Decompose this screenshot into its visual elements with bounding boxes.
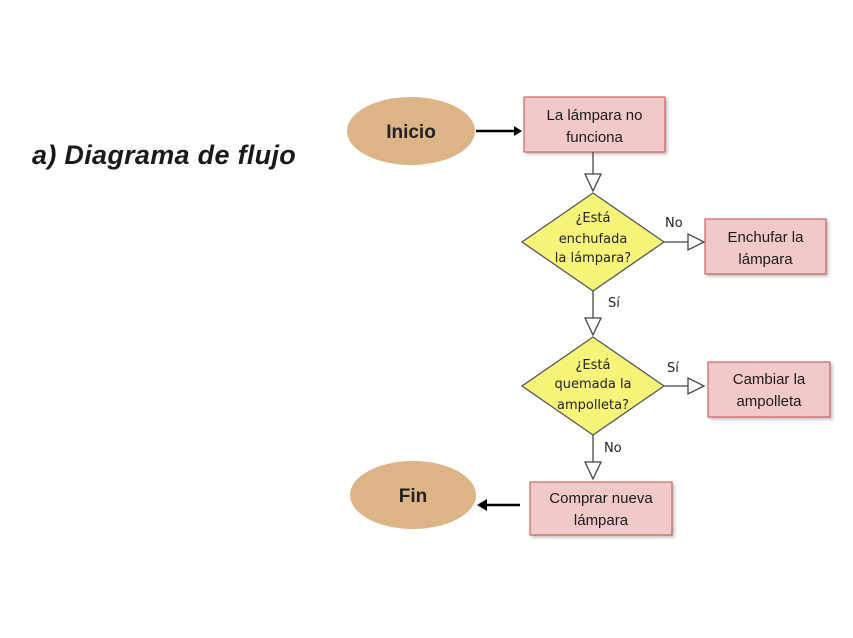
start-node: Inicio: [347, 97, 475, 165]
d1-line1: ¿Está: [576, 211, 611, 226]
box2-line2: lámpara: [738, 251, 793, 268]
box3-line1: Cambiar la: [733, 371, 806, 388]
box4-line1: Comprar nueva: [549, 490, 653, 507]
arrow-head-d2-no: [583, 461, 603, 481]
d2-line2: quemada la: [554, 377, 631, 392]
arrow-head-d2-in: [583, 317, 603, 337]
end-label: Fin: [399, 486, 428, 507]
end-node: Fin: [350, 461, 476, 529]
box-change-bulb: [707, 361, 831, 418]
d1-line3: la lámpara?: [555, 251, 631, 266]
d2-line3: ampolleta?: [557, 398, 629, 413]
arrow-head-start: [514, 126, 522, 136]
d1-no-label: No: [665, 216, 683, 231]
start-label: Inicio: [386, 122, 436, 143]
d1-yes-label: Sí: [608, 296, 620, 311]
box-buy-new-lamp: [529, 481, 673, 536]
box-plug-in-lamp: [704, 218, 827, 275]
box3-line2: ampolleta: [736, 393, 802, 410]
d2-no-label: No: [604, 441, 622, 456]
start-oval: [347, 97, 475, 165]
box-lamp-not-working: [523, 96, 666, 153]
d1-line2: enchufada: [559, 232, 628, 247]
d2-line1: ¿Está: [576, 358, 611, 373]
arrow-head-end: [477, 499, 487, 511]
d2-yes-label: Sí: [667, 361, 679, 376]
box1-line1: La lámpara no: [547, 107, 643, 124]
page-title: a) Diagrama de flujo: [32, 140, 297, 170]
arrow-head-d1-in: [583, 173, 603, 193]
box1-line2: funciona: [566, 129, 623, 146]
box4-line2: lámpara: [574, 512, 629, 529]
arrow-head-d1-no: [687, 232, 706, 252]
arrow-head-d2-yes: [687, 376, 706, 396]
box2-line1: Enchufar la: [728, 229, 805, 246]
end-oval: [350, 461, 476, 529]
